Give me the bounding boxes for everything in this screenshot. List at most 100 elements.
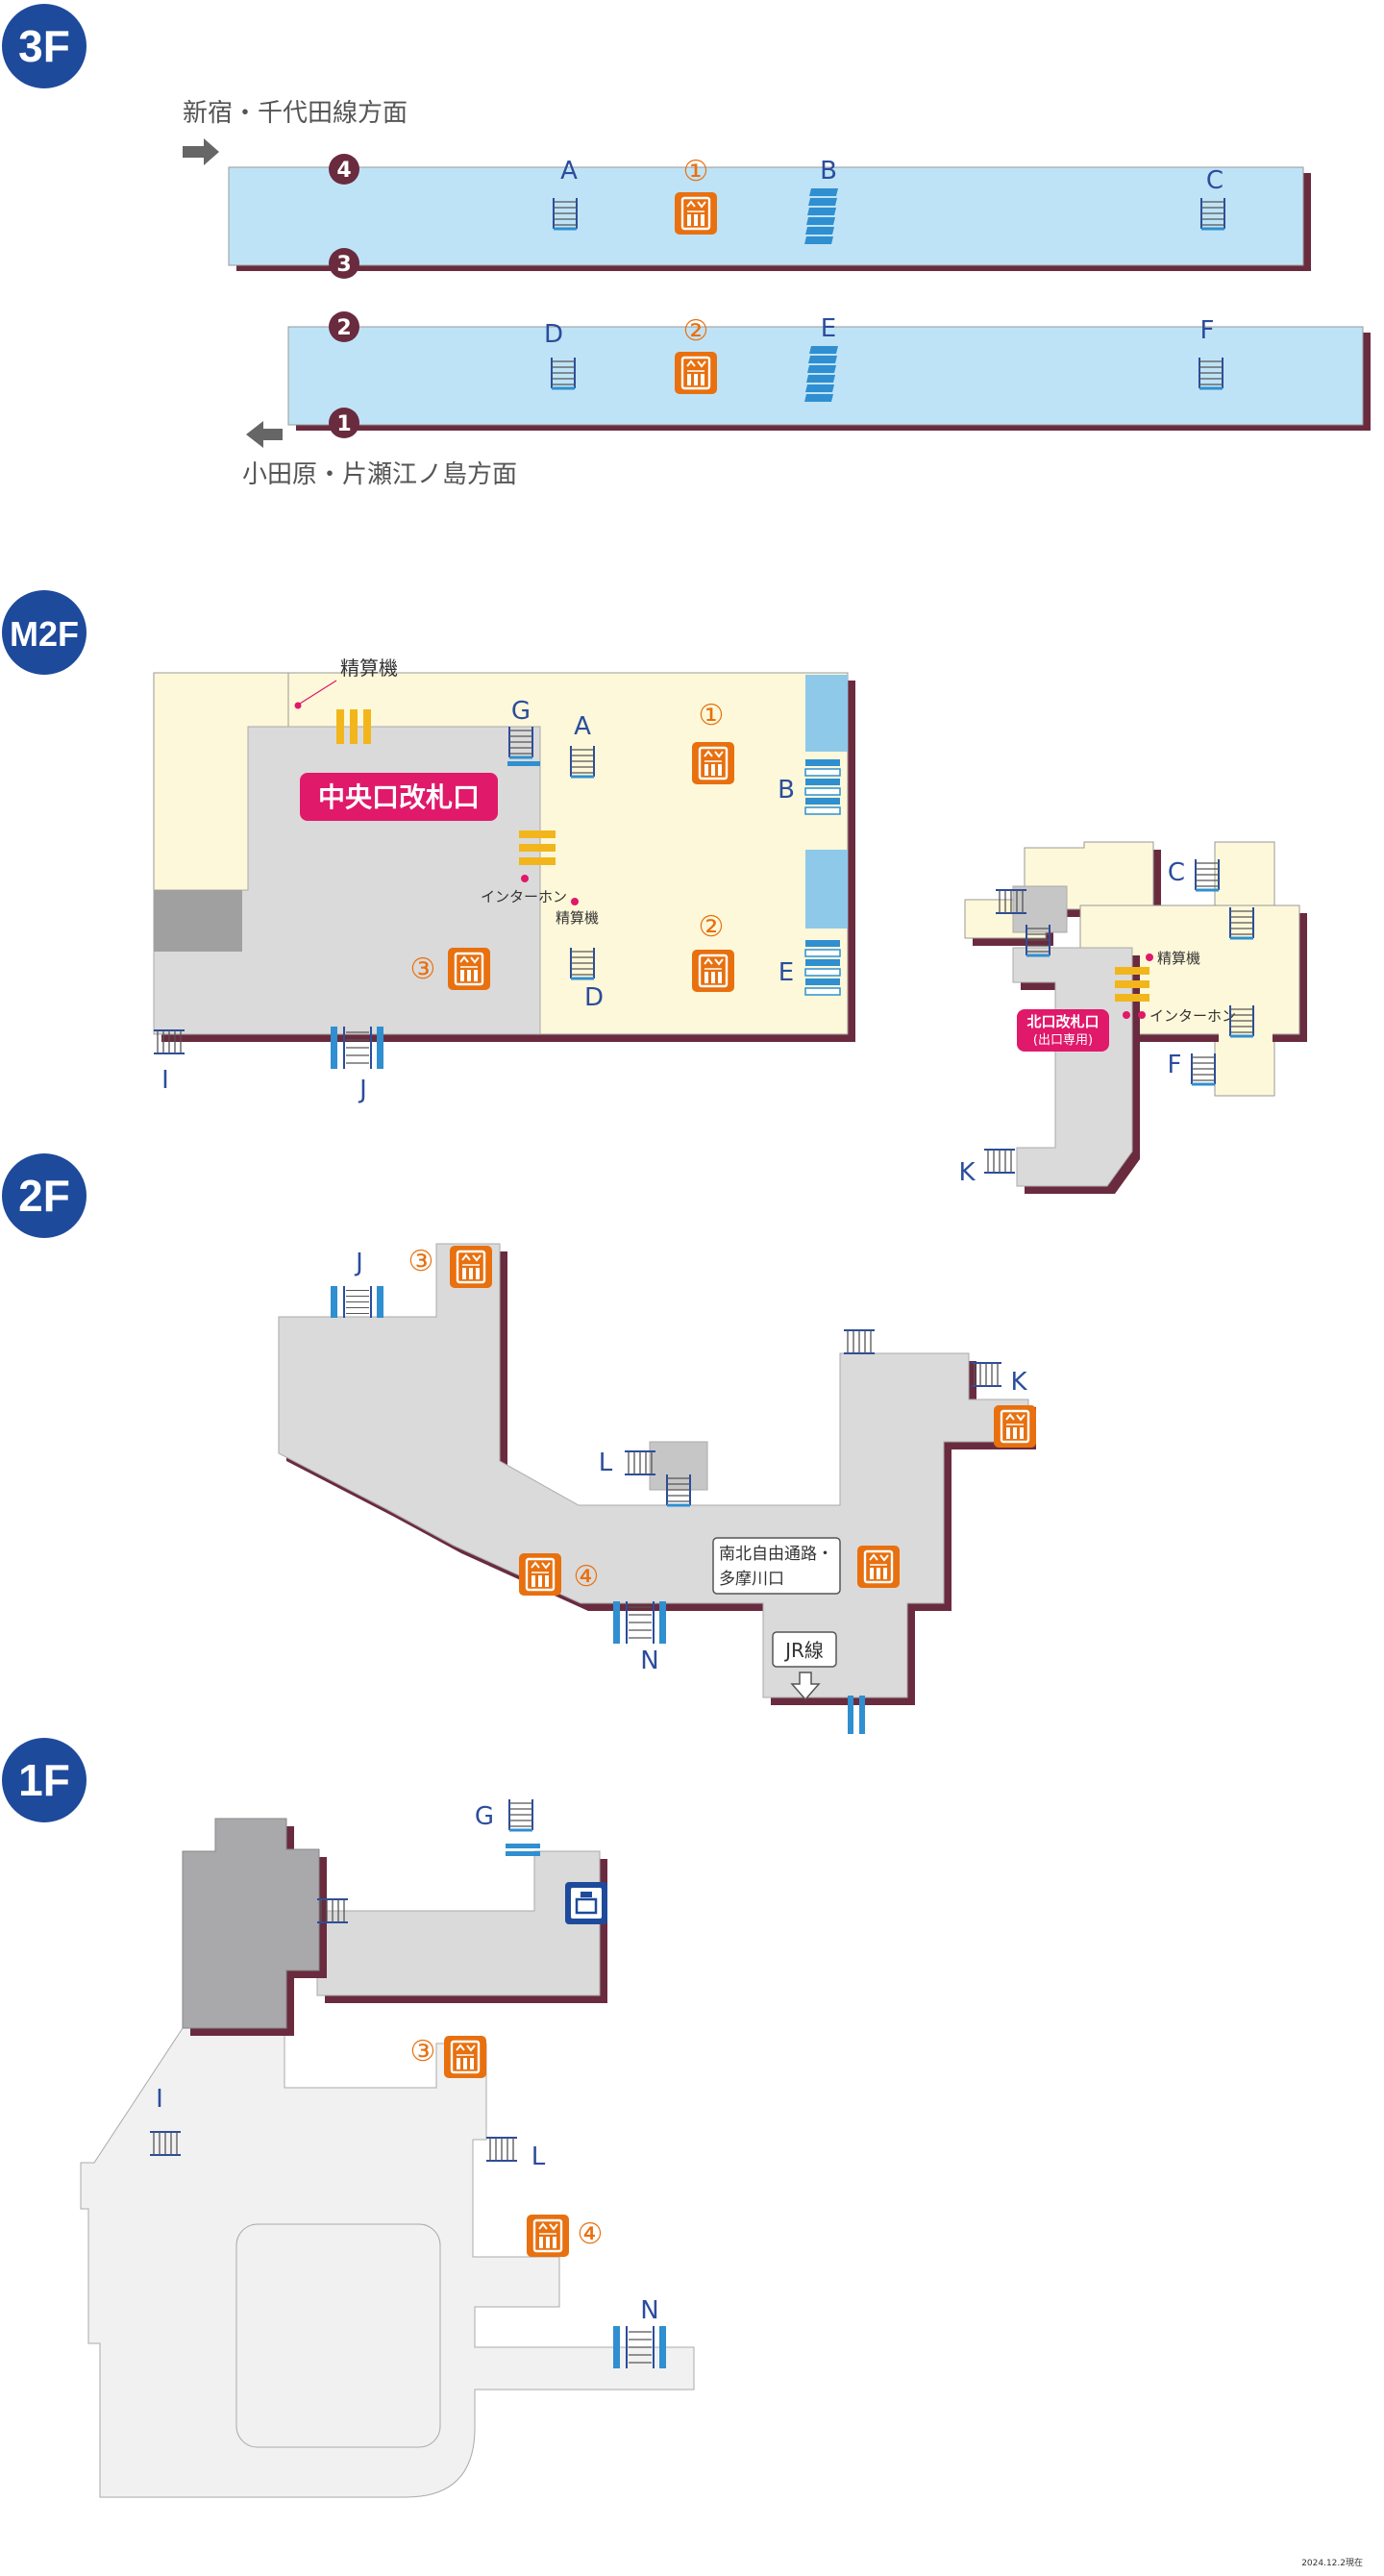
label-circle-4: ④ — [578, 2217, 604, 2251]
floor-label-2f: 2F — [18, 1171, 70, 1221]
label-circle-3: ③ — [408, 1245, 434, 1278]
floor-m2f: M2F 精算機 中央口改札口 インターホン 精算機 G A ① B ② — [2, 590, 1307, 1194]
building-west — [182, 1818, 320, 2029]
floor-badge-2f — [2, 1153, 86, 1238]
elevator-icon — [690, 740, 736, 786]
direction-shinjuku: 新宿・千代田線方面 — [183, 99, 408, 128]
fare-adjust-dot — [294, 702, 302, 709]
platform-number-1 — [329, 408, 359, 438]
platform-upper — [228, 166, 1304, 266]
stair-G — [507, 1797, 534, 1832]
label-intercom: インターホン — [481, 888, 567, 905]
svg-text:2: 2 — [336, 316, 351, 340]
label-circle-3: ③ — [410, 2035, 436, 2068]
floor-1f: 1F G ③ I L ④ N — [2, 1738, 695, 2498]
floor-label-3f: 3F — [18, 21, 70, 71]
jr-line-sign — [772, 1631, 837, 1668]
elevator-icon — [525, 2213, 571, 2259]
fare-adjust-dot — [571, 898, 579, 905]
ticket-gate — [519, 844, 556, 852]
label-N: N — [640, 1647, 658, 1675]
label-B: B — [820, 157, 837, 186]
elevator-icon — [690, 948, 736, 994]
label-circle-4: ④ — [574, 1560, 600, 1594]
ticket-gate — [1115, 967, 1149, 975]
elevator-icon — [992, 1403, 1038, 1449]
central-gate-label: 中央口改札口 — [318, 781, 480, 813]
arrow-left-icon — [246, 421, 283, 448]
label-K: K — [1010, 1368, 1027, 1397]
floor-3f: 3F 新宿・千代田線方面 4 3 A ① B C 2 1 D ② E F 小 — [2, 4, 1371, 489]
dark-block — [154, 890, 242, 952]
label-J: J — [354, 1249, 363, 1277]
roundabout — [235, 2223, 441, 2448]
south-passage-sign — [712, 1537, 841, 1595]
label-D: D — [544, 320, 563, 349]
svg-text:1: 1 — [336, 412, 351, 436]
floor-badge-3f — [2, 4, 86, 88]
label-L: L — [531, 2143, 546, 2171]
label-D: D — [584, 983, 604, 1012]
platform-edge — [805, 850, 848, 929]
ticket-gate — [1115, 980, 1149, 988]
direction-odawara: 小田原・片瀬江ノ島方面 — [242, 460, 517, 489]
label-I: I — [161, 1066, 169, 1095]
elevator-icon — [446, 946, 492, 992]
north-paid-area — [1012, 947, 1133, 1187]
label-I: I — [156, 2085, 163, 2114]
south-passage-line1: 南北自由通路・ — [719, 1545, 833, 1564]
fare-machine — [336, 709, 344, 744]
jr-line-label: JR線 — [783, 1639, 824, 1662]
label-K: K — [958, 1158, 976, 1187]
elevator-icon — [442, 2034, 488, 2080]
label-L: L — [599, 1449, 613, 1477]
elevator-icon — [673, 190, 719, 236]
label-circle-1: ① — [683, 155, 709, 188]
label-F: F — [1200, 316, 1215, 345]
label-seisanki-3: 精算機 — [1157, 950, 1200, 967]
svg-text:4: 4 — [336, 159, 351, 183]
north-gate-label: 北口改札口 — [1026, 1013, 1099, 1030]
label-E: E — [821, 314, 836, 343]
floor-label-1f: 1F — [18, 1755, 70, 1805]
label-N: N — [640, 2296, 658, 2325]
label-G: G — [511, 697, 531, 726]
elevator-icon — [673, 350, 719, 396]
label-circle-2: ② — [699, 910, 725, 944]
label-G: G — [475, 1802, 494, 1831]
label-C: C — [1206, 166, 1223, 195]
ticket-gate — [1115, 994, 1149, 1002]
elevator-icon — [517, 1551, 563, 1598]
label-circle-1: ① — [699, 699, 725, 732]
escalator-J — [330, 1285, 384, 1319]
label-F: F — [1168, 1051, 1182, 1079]
arrow-right-icon — [183, 138, 219, 165]
label-seisanki-2: 精算機 — [556, 909, 599, 927]
ticket-gate — [519, 830, 556, 838]
as-of-date: 2024.12.2現在 — [1301, 2559, 1363, 2568]
label-E: E — [778, 958, 794, 987]
stair-K — [983, 1149, 1016, 1174]
stair-F — [1190, 1052, 1217, 1086]
stair-L — [485, 2137, 518, 2162]
platform-number-3 — [329, 248, 359, 279]
label-circle-2: ② — [683, 314, 709, 348]
elevator-icon — [448, 1244, 494, 1290]
stair — [843, 1329, 876, 1354]
arrow-down-icon — [790, 1672, 821, 1701]
label-seisanki: 精算機 — [340, 656, 398, 680]
label-C: C — [1168, 858, 1185, 887]
label-intercom-2: インターホン — [1149, 1007, 1236, 1025]
label-A: A — [560, 157, 578, 186]
floor-badge-1f — [2, 1738, 86, 1822]
label-circle-3: ③ — [410, 953, 436, 986]
elevator-icon — [855, 1544, 902, 1590]
fare-machine — [350, 709, 358, 744]
ticket-machine-icon — [565, 1882, 607, 1924]
platform-number-2 — [329, 311, 359, 342]
north-gate-badge — [1017, 1009, 1109, 1052]
label-A: A — [574, 712, 591, 741]
platform-edge — [805, 675, 848, 752]
north-gate-sublabel: (出口専用) — [1033, 1033, 1093, 1048]
